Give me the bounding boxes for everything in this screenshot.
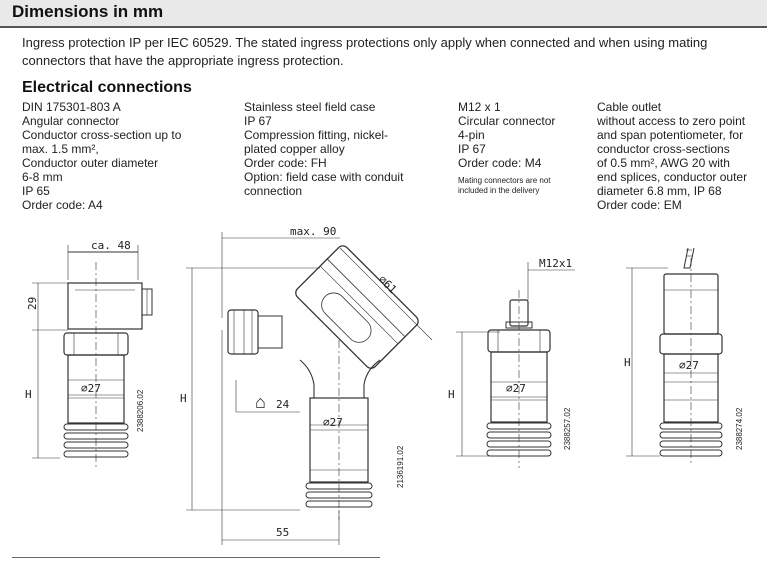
bottom-divider	[12, 557, 380, 558]
col-line: Order code: EM	[597, 198, 682, 212]
d2-h-label: H	[180, 392, 187, 405]
drawing-din-connector	[32, 245, 153, 470]
col-line: plated copper alloy	[244, 142, 345, 156]
d2-width-label: max. 90	[290, 225, 336, 238]
d1-code: 2388206.02	[136, 389, 145, 432]
d2-bottom-label: 55	[276, 526, 289, 539]
col-line: Conductor outer diameter	[22, 156, 159, 170]
d2-dia61-label: ⌀61	[376, 273, 399, 296]
col-line: Cable outlet	[597, 100, 662, 114]
col-line: without access to zero point	[597, 114, 746, 128]
d1-height-label: 29	[26, 297, 39, 310]
d3-h-label: H	[448, 388, 455, 401]
wrench-icon: ⌂	[255, 392, 266, 412]
col-line: end splices, conductor outer	[597, 170, 748, 184]
col-line: Option: field case with conduit	[244, 170, 404, 184]
col-line: Order code: A4	[22, 198, 103, 212]
column-din-connector: DIN 175301-803 A Angular connector Condu…	[22, 100, 181, 212]
title-bar: Dimensions in mm	[0, 0, 767, 26]
column-field-case: Stainless steel field case IP 67 Compres…	[244, 100, 403, 198]
col-line: IP 65	[22, 184, 50, 198]
d3-code: 2388257.02	[563, 407, 572, 450]
col-line: Compression fitting, nickel-	[244, 128, 389, 142]
d2-dia-label: ⌀27	[323, 416, 343, 429]
col-line: max. 1.5 mm²,	[22, 142, 99, 156]
d4-h-label: H	[624, 356, 631, 369]
d3-thread-label: M12x1	[539, 257, 572, 270]
d3-dia-label: ⌀27	[506, 382, 526, 395]
d1-dia-label: ⌀27	[81, 382, 101, 395]
d4-dia-label: ⌀27	[679, 359, 699, 372]
column-m12-connector: M12 x 1 Circular connector 4-pin IP 67 O…	[458, 100, 555, 196]
col-line: of 0.5 mm², AWG 20 with	[597, 156, 730, 170]
col-line: Circular connector	[458, 114, 556, 128]
col-line: 4-pin	[458, 128, 485, 142]
col-line: connection	[244, 184, 303, 198]
col-line: diameter 6.8 mm, IP 68	[597, 184, 722, 198]
col-line: and span potentiometer, for	[597, 128, 744, 142]
drawing-field-case	[186, 232, 433, 545]
mating-note-line: included in the delivery	[458, 186, 540, 195]
column-cable-outlet: Cable outlet without access to zero poin…	[597, 100, 747, 212]
col-line: Order code: M4	[458, 156, 542, 170]
drawing-cable-outlet	[626, 247, 723, 466]
col-line: IP 67	[458, 142, 486, 156]
d2-code: 2136191.02	[396, 445, 405, 488]
col-line: Conductor cross-section up to	[22, 128, 182, 142]
d1-width-label: ca. 48	[91, 239, 131, 252]
d1-h-label: H	[25, 388, 32, 401]
col-line: M12 x 1	[458, 100, 501, 114]
d2-wrench-label: 24	[276, 398, 290, 411]
col-line: IP 67	[244, 114, 272, 128]
page-title: Dimensions in mm	[12, 2, 164, 21]
d4-code: 2388274.02	[735, 407, 744, 450]
col-line: DIN 175301-803 A	[22, 100, 121, 114]
ingress-protection-note: Ingress protection IP per IEC 60529. The…	[22, 35, 708, 68]
drawing-m12-connector	[456, 262, 575, 468]
col-line: 6-8 mm	[22, 170, 63, 184]
col-line: conductor cross-sections	[597, 142, 730, 156]
mating-note: Mating connectors are not included in th…	[458, 176, 555, 196]
section-title: Electrical connections	[22, 79, 192, 96]
mating-note-line: Mating connectors are not	[458, 176, 551, 185]
col-line: Order code: FH	[244, 156, 327, 170]
col-line: Angular connector	[22, 114, 120, 128]
col-line: Stainless steel field case	[244, 100, 376, 114]
title-divider	[0, 26, 767, 28]
